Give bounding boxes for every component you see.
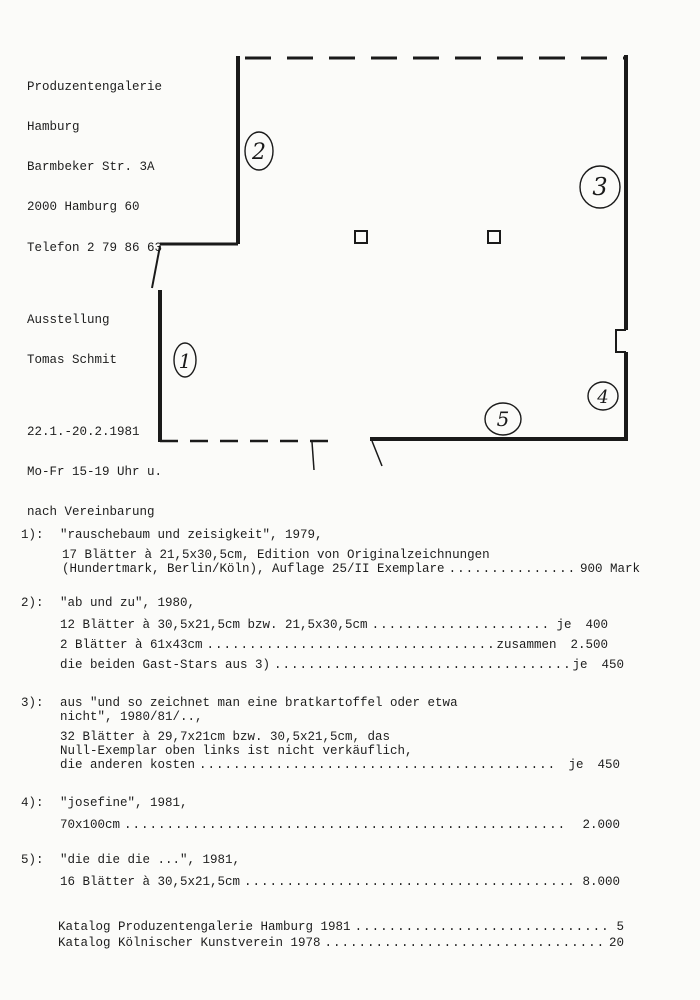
leader-dots: ........................................… — [371, 618, 553, 632]
floor-plan-label-2: 2 — [251, 140, 266, 165]
catalog-title: Katalog Kölnischer Kunstverein 1978 — [58, 936, 321, 950]
catalog-title: Katalog Produzentengalerie Hamburg 1981 — [58, 920, 351, 934]
exhibition-label: Ausstellung — [27, 312, 110, 327]
entry-number: 5): — [21, 853, 44, 867]
exhibition-artist: Tomas Schmit — [27, 352, 118, 367]
entry-title: aus "und so zeichnet man eine bratkartof… — [60, 696, 458, 710]
opening-hours: Mo-Fr 15-19 Uhr u. — [27, 465, 163, 480]
price-prefix: zusammen — [496, 638, 557, 652]
catalog-row: Katalog Produzentengalerie Hamburg 1981 … — [58, 920, 624, 934]
price-value: 450 — [601, 658, 624, 672]
floor-plan-label-5: 5 — [497, 407, 510, 431]
price-row: die anderen kosten .....................… — [60, 758, 620, 772]
floor-plan-marker-circle — [579, 165, 621, 209]
entry-number: 3): — [21, 696, 44, 710]
entry-number: 1): — [21, 528, 44, 542]
leader-dots: ........................................… — [124, 818, 567, 832]
leader-dots: ........................................… — [244, 875, 578, 889]
floor-plan-door-right — [371, 440, 383, 467]
exhibition-dates: 22.1.-20.2.1981 — [27, 424, 140, 439]
price-row: 12 Blätter à 30,5x21,5cm bzw. 21,5x30,5c… — [60, 618, 608, 632]
price-prefix: je — [572, 658, 588, 672]
price-value: 8.000 — [582, 875, 620, 889]
floor-plan-marker-circle — [587, 381, 619, 411]
leader-dots: ........................................… — [324, 936, 605, 950]
price-row-text: 2 Blätter à 61x43cm — [60, 638, 203, 652]
floor-plan-right-niche — [615, 329, 626, 353]
entry-title: "rauschebaum und zeisigkeit", 1979, — [60, 528, 323, 542]
price-prefix: je — [568, 758, 584, 772]
price-row-text: 70x100cm — [60, 818, 121, 832]
price-row-text: die beiden Gast-Stars aus 3) — [60, 658, 271, 672]
gallery-name: Produzentengalerie — [27, 79, 163, 94]
catalog-price: 5 — [616, 920, 624, 934]
floor-plan-marker-circle — [484, 402, 522, 436]
leader-dots: ........................................… — [206, 638, 493, 652]
floor-plan-marker-circle — [244, 131, 274, 171]
price-row: 70x100cm ...............................… — [60, 818, 620, 832]
leader-dots: ........................................… — [354, 920, 613, 934]
entry-description: Null-Exemplar oben links ist nicht verkä… — [60, 744, 413, 758]
floor-plan-entrance-door — [311, 441, 315, 471]
opening-hours-note: nach Vereinbarung — [27, 505, 155, 520]
price-value: 2.500 — [570, 638, 608, 652]
floor-plan-label-3: 3 — [592, 173, 607, 201]
price-prefix: je — [556, 618, 572, 632]
floor-plan: 1 2 3 4 5 — [151, 55, 628, 471]
entry-title: "ab und zu", 1980, — [60, 596, 196, 610]
entry-description: 32 Blätter à 29,7x21cm bzw. 30,5x21,5cm,… — [60, 730, 391, 744]
entry-number: 2): — [21, 596, 44, 610]
entry-title: "josefine", 1981, — [60, 796, 188, 810]
gallery-postal-city: 2000 Hamburg 60 — [27, 200, 140, 215]
price-value: 450 — [597, 758, 620, 772]
price-row-text: die anderen kosten — [60, 758, 196, 772]
floor-plan-pillar — [354, 230, 368, 244]
entry-number: 4): — [21, 796, 44, 810]
floor-plan-door-left — [151, 245, 161, 289]
leader-dots: ........................................… — [448, 562, 576, 576]
floor-plan-label-1: 1 — [179, 349, 192, 373]
gallery-street: Barmbeker Str. 3A — [27, 160, 155, 175]
floor-plan-pillar — [487, 230, 501, 244]
price-row: (Hundertmark, Berlin/Köln), Auflage 25/I… — [62, 562, 640, 576]
floor-plan-label-4: 4 — [596, 387, 608, 408]
price-row-text: 16 Blätter à 30,5x21,5cm — [60, 875, 241, 889]
gallery-info: Produzentengalerie Hamburg Barmbeker Str… — [27, 54, 162, 533]
catalog-price: 20 — [608, 936, 624, 950]
price-value: 400 — [585, 618, 608, 632]
price-row-text: 12 Blätter à 30,5x21,5cm bzw. 21,5x30,5c… — [60, 618, 368, 632]
price-row-text: (Hundertmark, Berlin/Köln), Auflage 25/I… — [62, 562, 445, 576]
leader-dots: ........................................… — [199, 758, 557, 772]
price-value: 2.000 — [582, 818, 620, 832]
entry-title: "die die die ...", 1981, — [60, 853, 241, 867]
price-row: die beiden Gast-Stars aus 3) ...........… — [60, 658, 624, 672]
catalog-row: Katalog Kölnischer Kunstverein 1978 ....… — [58, 936, 624, 950]
entry-description: nicht", 1980/81/.., — [60, 710, 203, 724]
gallery-city-name: Hamburg — [27, 120, 80, 135]
price-row: 2 Blätter à 61x43cm ....................… — [60, 638, 608, 652]
price-row: 16 Blätter à 30,5x21,5cm ...............… — [60, 875, 620, 889]
entry-description: 17 Blätter à 21,5x30,5cm, Edition von Or… — [62, 548, 490, 562]
leader-dots: ........................................… — [274, 658, 568, 672]
price-value: 900 Mark — [579, 562, 640, 576]
floor-plan-marker-circle — [173, 342, 197, 378]
